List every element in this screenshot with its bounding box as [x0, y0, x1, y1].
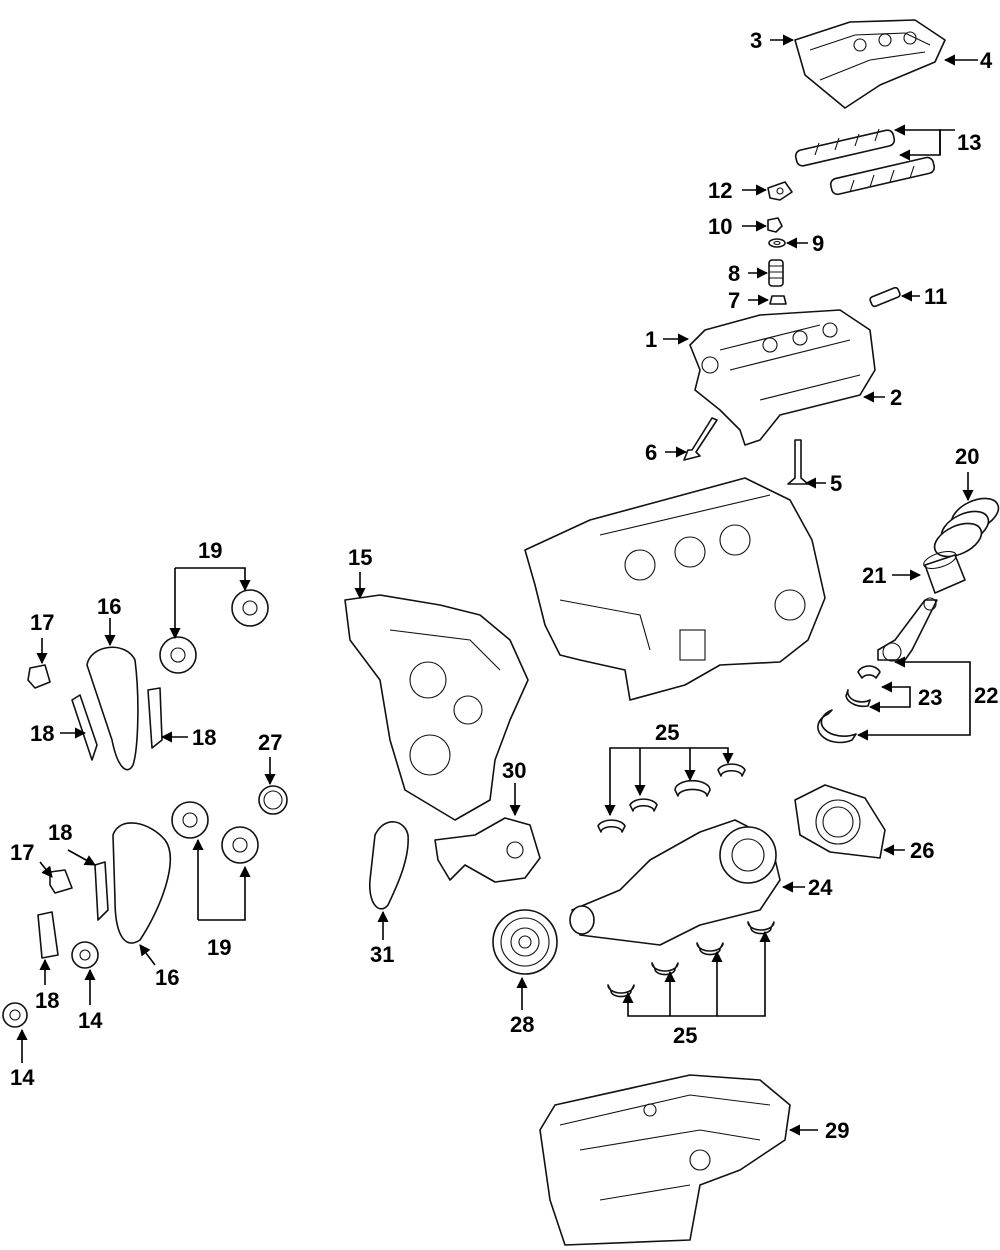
rod-bearing-lower-part[interactable] — [845, 689, 871, 708]
main-bearing-upper-1-part[interactable] — [597, 819, 626, 833]
timing-chain-lower-part[interactable] — [112, 822, 171, 944]
callout-11: 11 — [924, 284, 947, 309]
oil-pump-chain-part[interactable] — [369, 821, 409, 910]
rod-cap-part[interactable] — [817, 709, 857, 744]
engine-block-part[interactable] — [524, 477, 826, 701]
valve-seal-part[interactable] — [769, 295, 787, 305]
main-bearing-lower-4-part[interactable] — [747, 921, 775, 935]
cylinder-head-part[interactable] — [689, 309, 876, 446]
callout-3: 3 — [750, 28, 762, 53]
callout-18-mid: 18 — [48, 820, 72, 845]
rocker-arm-part[interactable] — [767, 181, 793, 201]
callout-29: 29 — [825, 1118, 849, 1143]
callout-10: 10 — [708, 214, 732, 239]
callout-15: 15 — [348, 545, 372, 570]
cam-sprocket-1-part[interactable] — [231, 589, 269, 627]
leader-13-upper — [898, 129, 955, 161]
intake-valve-part[interactable] — [683, 417, 718, 461]
callout-26: 26 — [910, 838, 934, 863]
callout-27: 27 — [258, 730, 282, 755]
callout-14-upper: 14 — [78, 1008, 103, 1033]
chain-tensioner-upper-part[interactable] — [27, 664, 51, 689]
connecting-rod-part[interactable] — [877, 597, 938, 662]
callout-18-right: 18 — [192, 725, 216, 750]
timing-chain-upper-part[interactable] — [86, 646, 139, 771]
callout-21: 21 — [862, 563, 886, 588]
crank-sprocket-1-part[interactable] — [71, 941, 99, 969]
callout-30: 30 — [502, 758, 526, 783]
main-bearing-lower-2-part[interactable] — [651, 962, 679, 976]
front-seal-part[interactable] — [258, 785, 288, 815]
callout-16-lower: 16 — [155, 965, 179, 990]
piston-rings-part[interactable] — [929, 492, 1000, 564]
main-bearing-lower-1-part[interactable] — [607, 984, 635, 998]
cam-sprocket-4-part[interactable] — [221, 826, 259, 864]
cam-sprocket-2-part[interactable] — [159, 636, 197, 674]
chain-guide-mid-part[interactable] — [94, 861, 109, 921]
callout-24: 24 — [808, 875, 833, 900]
cam-sprocket-3-part[interactable] — [171, 801, 209, 839]
callout-20: 20 — [955, 444, 979, 469]
main-bearing-lower-3-part[interactable] — [696, 942, 724, 956]
callout-12: 12 — [708, 178, 732, 203]
callout-13: 13 — [957, 130, 981, 155]
chain-guide-lower-part[interactable] — [37, 911, 59, 959]
chain-tensioner-lower-part[interactable] — [49, 869, 73, 894]
chain-guide-left-upper-part[interactable] — [71, 694, 98, 761]
callout-8: 8 — [728, 261, 740, 286]
callout-19-upper: 19 — [198, 538, 222, 563]
callout-19-lower: 19 — [207, 935, 231, 960]
main-bearing-upper-2-part[interactable] — [629, 798, 658, 812]
callout-28: 28 — [510, 1012, 534, 1037]
valve-retainer-part[interactable] — [768, 238, 786, 248]
main-bearing-upper-4-part[interactable] — [717, 763, 746, 777]
crankshaft-pulley-part[interactable] — [492, 909, 558, 975]
callout-7: 7 — [728, 288, 740, 313]
crank-sprocket-2-part[interactable] — [2, 1002, 28, 1028]
exhaust-valve-part[interactable] — [787, 439, 809, 485]
callout-23: 23 — [918, 685, 942, 710]
callout-25-lower: 25 — [673, 1023, 697, 1048]
camshaft-part[interactable] — [794, 128, 936, 196]
callout-2: 2 — [890, 385, 902, 410]
oil-pan-part[interactable] — [539, 1074, 791, 1246]
timing-cover-part[interactable] — [344, 594, 529, 821]
rear-seal-housing-part[interactable] — [794, 784, 886, 859]
callout-9: 9 — [812, 231, 824, 256]
callout-22: 22 — [974, 683, 998, 708]
callout-6: 6 — [645, 440, 657, 465]
callout-16-upper: 16 — [97, 594, 121, 619]
callout-5: 5 — [830, 471, 842, 496]
callout-31: 31 — [370, 942, 394, 967]
rod-bearing-upper-part[interactable] — [857, 665, 881, 679]
oil-pump-part[interactable] — [434, 817, 541, 883]
lash-adjuster-part[interactable] — [767, 217, 783, 233]
valve-cover-part[interactable] — [794, 19, 946, 109]
chain-guide-right-upper-part[interactable] — [147, 687, 163, 749]
crankshaft-part[interactable] — [569, 819, 781, 946]
callout-18-lower: 18 — [35, 988, 59, 1013]
callout-18-left: 18 — [30, 721, 54, 746]
callout-25-upper: 25 — [655, 720, 679, 745]
callout-17-lower: 17 — [10, 840, 34, 865]
callout-4: 4 — [980, 48, 993, 73]
callout-17-upper: 17 — [30, 610, 54, 635]
valve-spring-part[interactable] — [768, 259, 784, 287]
callout-1: 1 — [645, 327, 657, 352]
main-bearing-upper-3-part[interactable] — [674, 779, 711, 797]
spark-plug-part[interactable] — [869, 286, 901, 308]
callout-14-lower: 14 — [10, 1065, 35, 1090]
piston-part[interactable] — [922, 548, 966, 594]
